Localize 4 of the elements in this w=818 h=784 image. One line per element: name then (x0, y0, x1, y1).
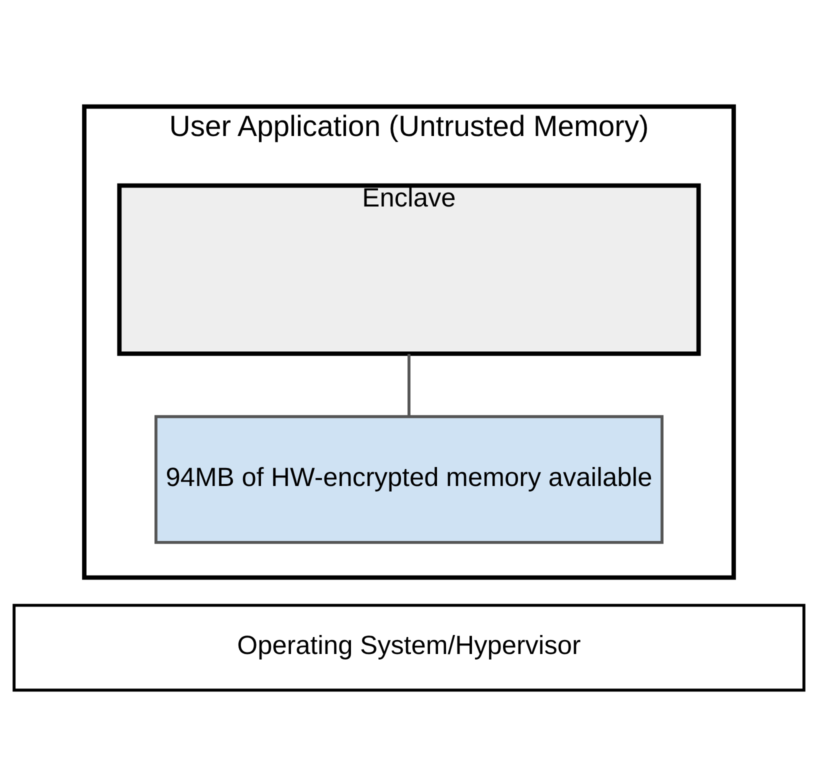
node-box: 94MB of HW-encrypted memory available (154, 414, 664, 544)
node-box: Operating System/Hypervisor (12, 603, 806, 692)
connector (408, 354, 410, 416)
node-box: Enclave (117, 182, 701, 356)
